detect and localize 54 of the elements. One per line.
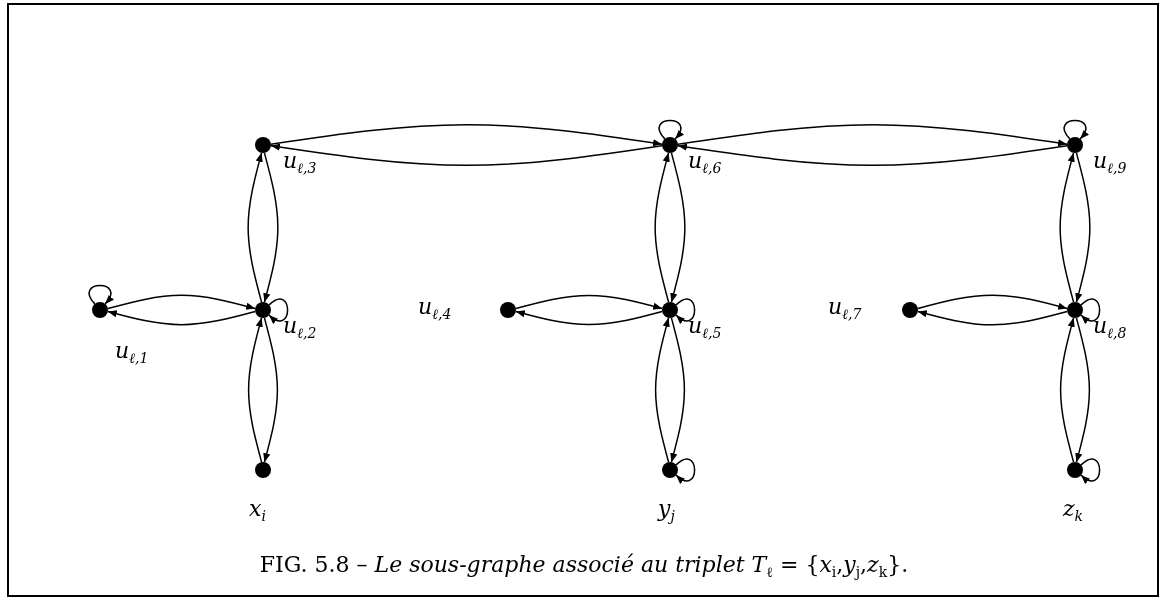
arrow xyxy=(670,152,686,303)
arrow xyxy=(247,317,263,463)
loop-arrow xyxy=(658,119,684,140)
vertex-label: u$_{ℓ,5}$ xyxy=(688,315,722,341)
arrow xyxy=(1075,152,1091,303)
loop-arrow xyxy=(1080,458,1101,484)
loop-arrow xyxy=(1063,119,1089,140)
graph-vertex xyxy=(1067,302,1083,318)
graph-vertex xyxy=(1067,462,1083,478)
graph-vertex xyxy=(662,462,678,478)
arrow xyxy=(654,152,670,303)
arrow xyxy=(263,152,279,303)
vertex-label: y$_{j}$ xyxy=(658,498,675,524)
loop-arrow xyxy=(1080,298,1101,324)
vertex-label: u$_{ℓ,1}$ xyxy=(115,340,149,366)
graph-vertex xyxy=(255,137,271,153)
loop-arrow xyxy=(675,298,696,324)
arrow xyxy=(917,294,1068,310)
graph-vertex xyxy=(500,302,516,318)
arrow xyxy=(515,310,663,326)
arrow xyxy=(917,310,1068,326)
arrow xyxy=(247,152,263,303)
arrow xyxy=(1059,317,1075,463)
arrow xyxy=(263,317,279,463)
vertex-label: u$_{ℓ,4}$ xyxy=(418,296,452,322)
loop-arrow xyxy=(675,458,696,484)
arrow xyxy=(270,123,663,147)
loop-arrow xyxy=(268,298,289,324)
vertex-label: x$_{i}$ xyxy=(249,498,266,524)
vertex-label: u$_{ℓ,7}$ xyxy=(828,296,862,322)
vertex-label: u$_{ℓ,3}$ xyxy=(283,150,317,176)
graph-vertex xyxy=(662,137,678,153)
arrow xyxy=(1059,152,1075,303)
graph-vertex xyxy=(255,302,271,318)
vertex-label: z$_{k}$ xyxy=(1063,498,1084,524)
arrow xyxy=(270,143,663,167)
arrow xyxy=(670,317,686,463)
vertex-label: u$_{ℓ,6}$ xyxy=(688,150,722,176)
loop-arrow xyxy=(88,284,114,305)
vertex-label: u$_{ℓ,2}$ xyxy=(283,315,317,341)
arrow xyxy=(515,294,663,310)
arrow xyxy=(1075,317,1091,463)
graph-vertex xyxy=(255,462,271,478)
graph-vertex xyxy=(92,302,108,318)
graph-vertex xyxy=(1067,137,1083,153)
arrow xyxy=(107,294,256,310)
arrow xyxy=(107,310,256,326)
vertex-label: u$_{ℓ,8}$ xyxy=(1093,315,1127,341)
arrow xyxy=(677,143,1068,166)
arrow xyxy=(654,317,670,463)
arrow xyxy=(677,124,1068,147)
graph-vertex xyxy=(662,302,678,318)
vertex-label: u$_{ℓ,9}$ xyxy=(1093,150,1127,176)
graph-vertex xyxy=(902,302,918,318)
